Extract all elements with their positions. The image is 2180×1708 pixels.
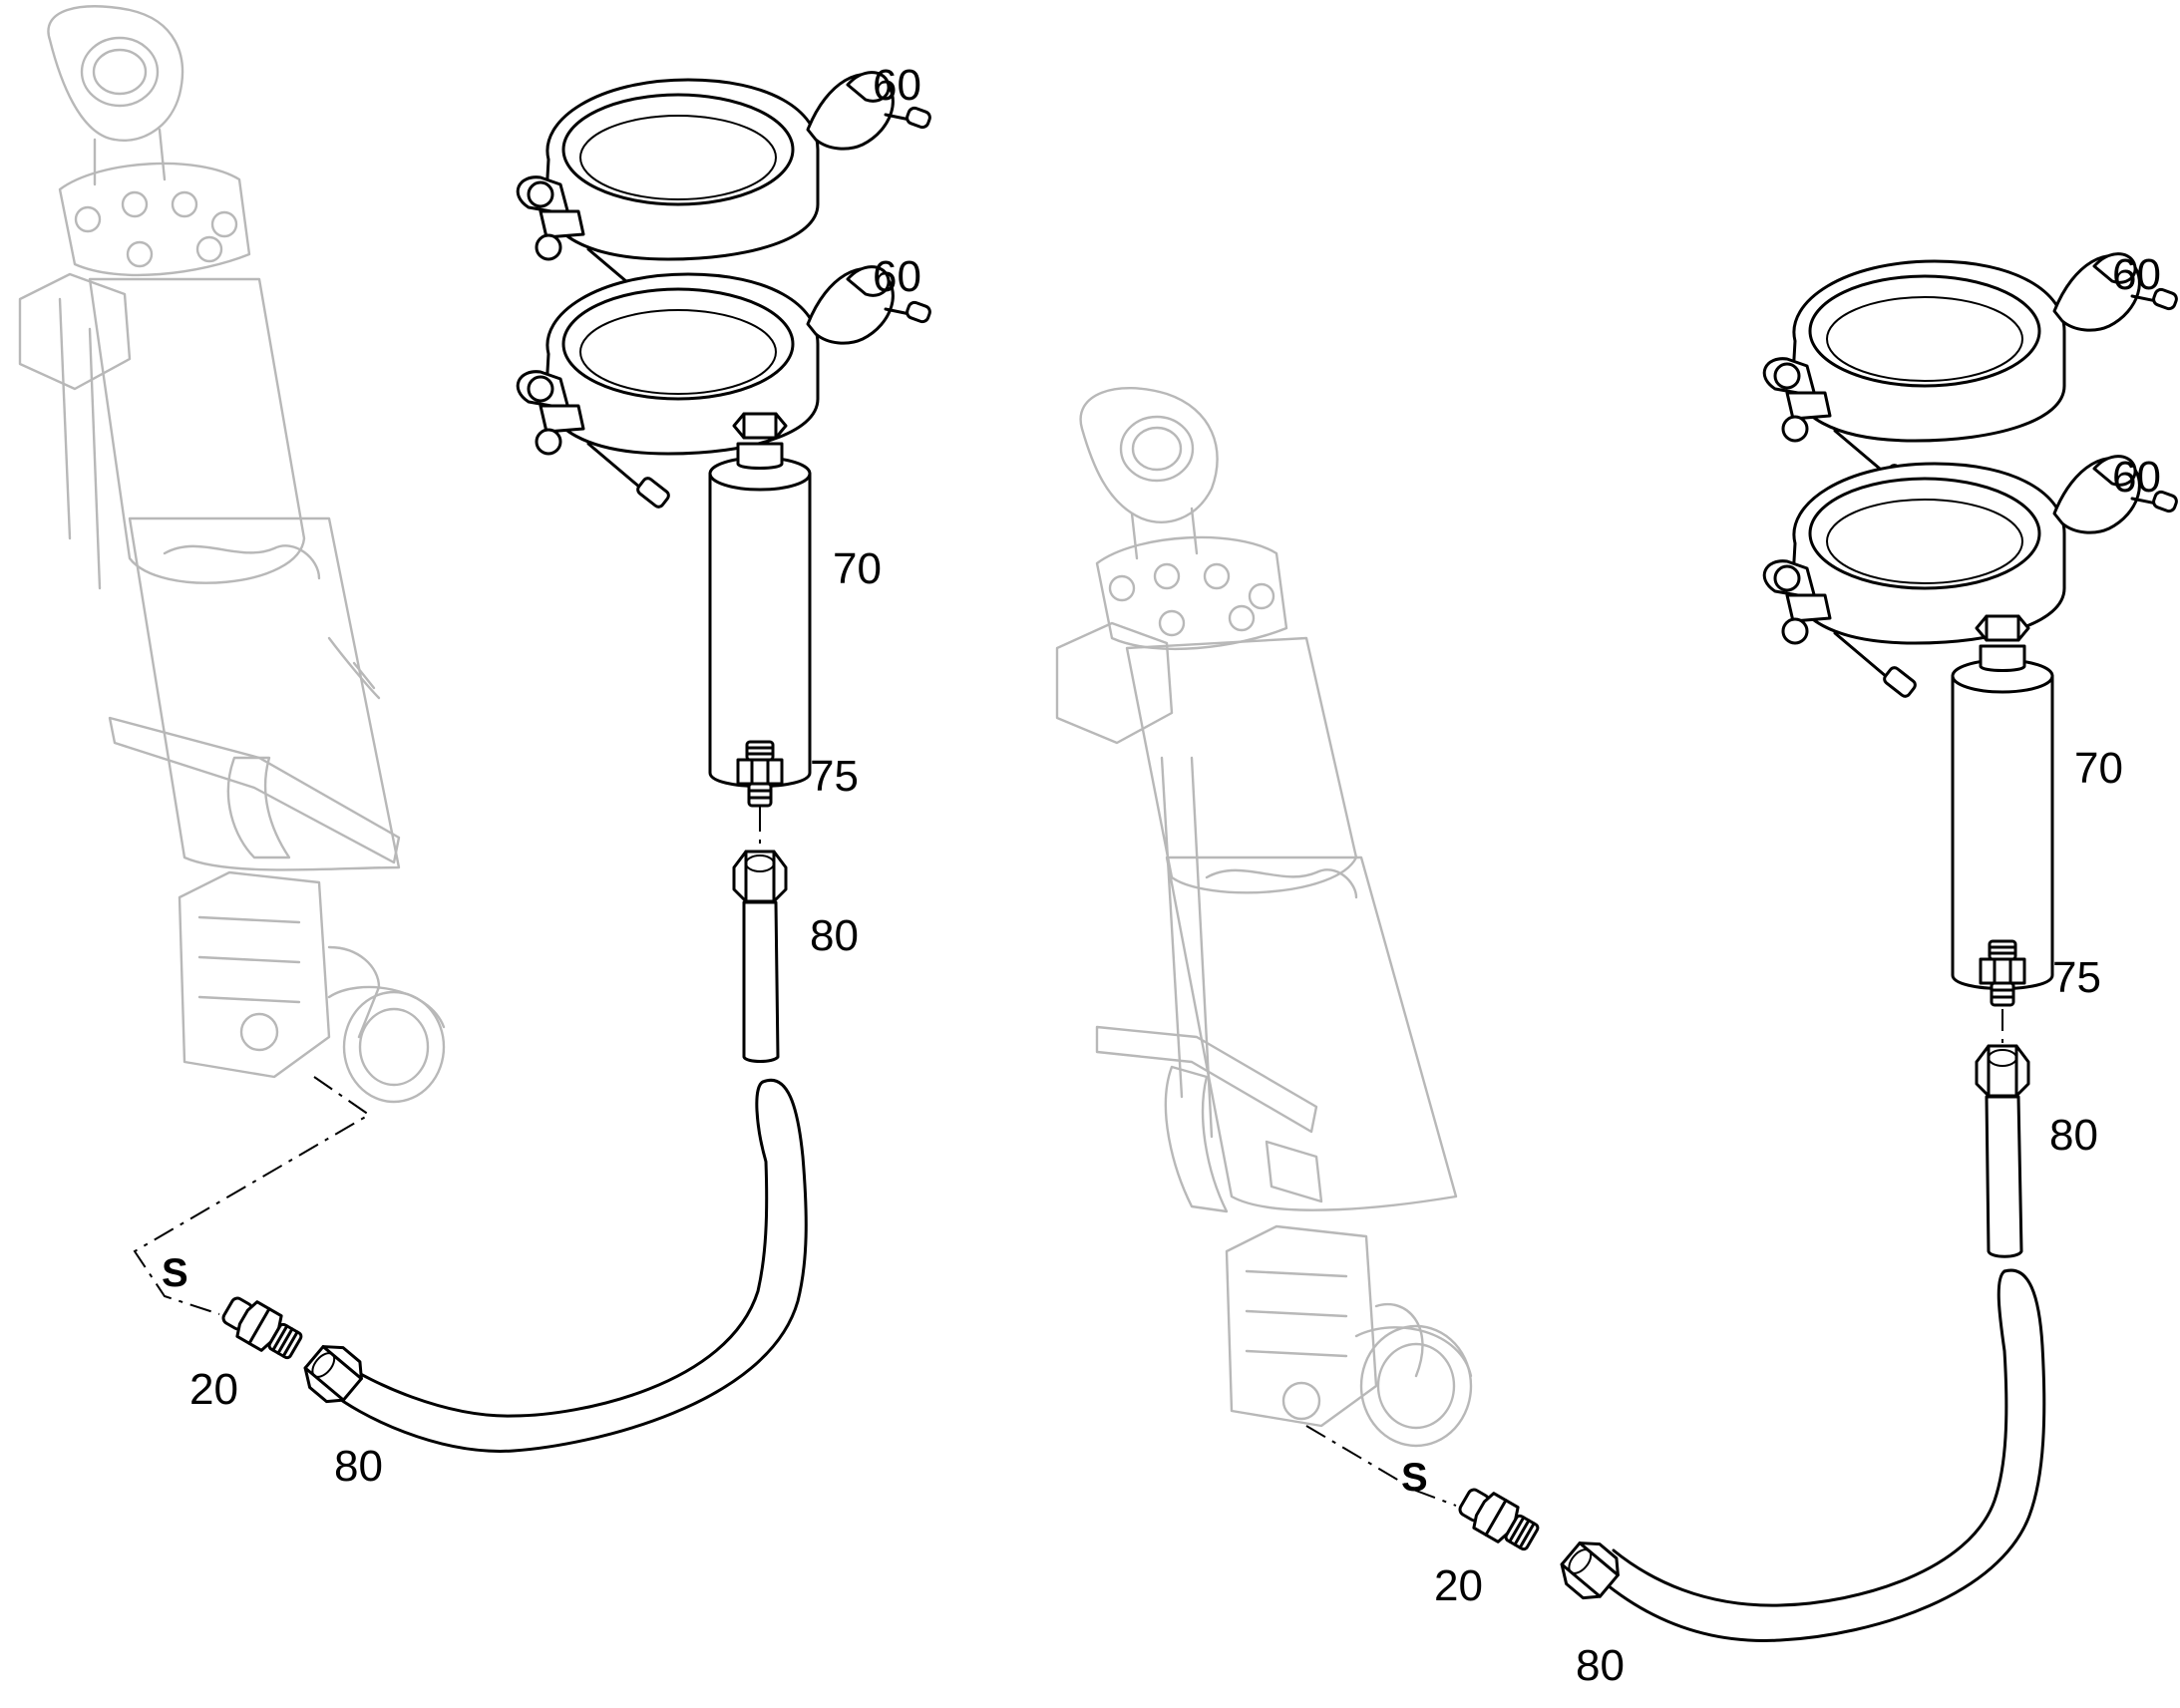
hose-upper-right [1985,1095,2023,1258]
accumulator-right [1951,614,2054,990]
fitting-left [216,1289,307,1366]
connection-leader-left [133,1076,371,1315]
fitting-right [1453,1481,1544,1557]
accumulator-left [708,412,812,788]
callout-75-left: 75 [810,752,859,801]
cylinder-ghost-right [1055,387,1473,1448]
connection-leader-right [1305,1425,1457,1507]
callout-70-right: 70 [2074,744,2123,793]
callout-75-right: 75 [2052,953,2101,1002]
view-right: 60 60 70 75 80 S 20 80 [1055,250,2180,1690]
callout-80-left-upper: 80 [810,911,859,960]
hose-nut-upper-left [732,850,788,903]
callout-s-left: S [162,1251,188,1295]
hose-lower-right-b [1612,1269,2008,1607]
hose-nut-lower-right [1552,1532,1628,1607]
view-left: 60 60 70 75 80 S 20 80 [18,5,933,1491]
callout-60-left-top: 60 [873,61,921,110]
callout-20-left: 20 [189,1365,238,1414]
cylinder-ghost-left [18,5,446,1104]
callout-70-left: 70 [833,544,882,593]
hose-nut-upper-right [1975,1044,2030,1098]
hose-upper-left [742,900,780,1063]
hose-lower-right-a [1594,1268,2046,1642]
callout-s-right: S [1401,1456,1428,1500]
callout-20-right: 20 [1434,1561,1483,1610]
callout-80-left-lower: 80 [334,1442,383,1491]
hose-lower-left-a [327,1078,808,1453]
hose-lower-left-b [342,1080,769,1418]
callout-60-right-top: 60 [2112,250,2161,299]
hose-nut-lower-left [295,1335,371,1411]
callout-80-right-upper: 80 [2049,1111,2098,1160]
callout-80-right-lower: 80 [1576,1641,1625,1690]
callout-60-left-second: 60 [873,252,921,301]
callout-60-right-second: 60 [2112,453,2161,502]
